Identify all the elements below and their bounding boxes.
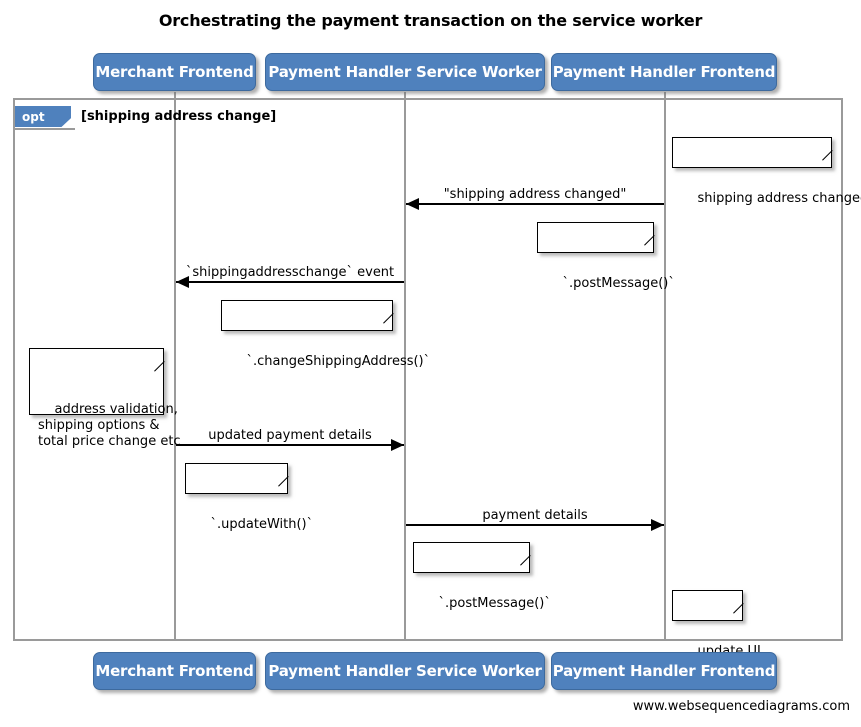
opt-fragment-divider [15,128,75,130]
actor-head-payment-handler-frontend[interactable]: Payment Handler Frontend [551,53,777,91]
message-line-payment-details [406,524,664,526]
actor-foot-merchant-label: Merchant Frontend [95,662,254,680]
opt-fragment-tag: opt [15,106,71,127]
actor-foot-payment-handler-frontend-label: Payment Handler Frontend [552,662,776,680]
note-fold-line-icon [644,235,655,246]
note-fold-icon [818,138,831,151]
lifeline-payment-handler-frontend [664,92,666,640]
message-label-payment-details: payment details [482,508,588,523]
note-fold-line-icon [520,555,531,566]
actor-foot-payment-handler-frontend[interactable]: Payment Handler Frontend [551,652,777,690]
note-fold-line-icon [154,361,165,372]
note-fold-icon [729,591,742,604]
message-label-shippingaddresschange-event: `shippingaddresschange` event [185,265,395,280]
note-fold-icon [274,464,287,477]
note-fold-icon [640,223,653,236]
message-label-updated-payment-details: updated payment details [208,428,372,443]
actor-head-merchant-label: Merchant Frontend [95,63,254,81]
opt-fragment-guard: [shipping address change] [81,109,277,124]
opt-fragment-tag-label: opt [22,109,45,124]
note-fold-line-icon [822,150,833,161]
actor-head-payment-handler-frontend-label: Payment Handler Frontend [552,63,776,81]
note-fold-icon [150,349,163,362]
lifeline-service-worker [404,92,406,640]
actor-head-merchant[interactable]: Merchant Frontend [93,53,256,91]
actor-foot-service-worker-label: Payment Handler Service Worker [268,662,542,680]
message-line-shippingaddresschange-event [176,281,404,283]
message-line-shipping-address-changed [406,203,664,205]
note-fold-line-icon [733,603,744,614]
page-title: Orchestrating the payment transaction on… [158,11,703,30]
message-arrowhead-shippingaddresschange-event [176,276,189,288]
message-line-updated-payment-details [176,444,404,446]
note-fold-line-icon [278,476,289,487]
message-arrowhead-updated-payment-details [391,439,404,451]
note-shipping-address-changed: shipping address changed [672,137,861,206]
message-label-shipping-address-changed: "shipping address changed" [443,187,627,202]
actor-foot-service-worker[interactable]: Payment Handler Service Worker [265,652,545,690]
note-fold-icon [379,301,392,314]
note-post-message-1-text: `.postMessage()` [562,276,675,291]
lifeline-merchant [174,92,176,640]
note-change-shipping-address-text: `.changeShippingAddress()` [246,354,431,369]
message-arrowhead-shipping-address-changed [406,198,419,210]
note-update-ui: update UI [672,590,761,659]
opt-fragment-frame [13,98,843,641]
actor-head-service-worker[interactable]: Payment Handler Service Worker [265,53,545,91]
note-fold-line-icon [383,313,394,324]
actor-head-service-worker-label: Payment Handler Service Worker [268,63,542,81]
footer-credit: www.websequencediagrams.com [632,699,850,714]
actor-foot-merchant[interactable]: Merchant Frontend [93,652,256,690]
note-update-with: `.updateWith()` [185,463,313,532]
message-arrowhead-payment-details [651,519,664,531]
note-post-message-1: `.postMessage()` [537,222,675,291]
note-post-message-2-text: `.postMessage()` [438,596,551,611]
note-change-shipping-address: `.changeShippingAddress()` [221,300,430,369]
note-shipping-address-changed-text: shipping address changed [697,191,861,206]
note-post-message-2: `.postMessage()` [413,542,551,611]
note-fold-icon [516,543,529,556]
note-address-validation-text: address validation, shipping options & t… [38,402,181,449]
note-update-with-text: `.updateWith()` [210,517,314,532]
note-address-validation: address validation, shipping options & t… [29,348,181,449]
